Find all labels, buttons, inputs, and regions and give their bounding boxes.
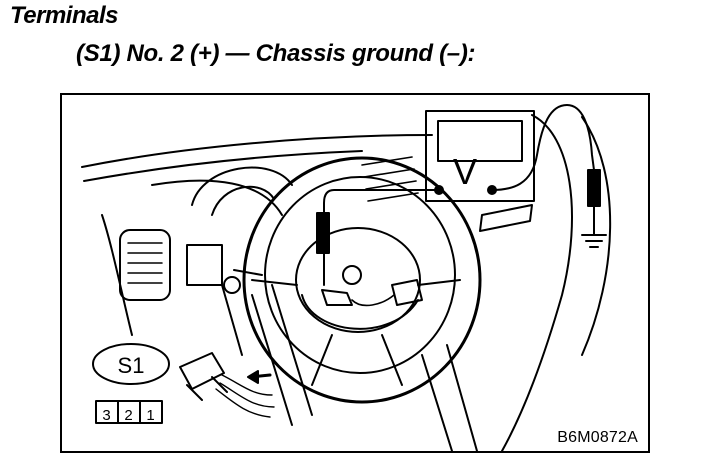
pin-label-2: 2 <box>124 407 133 424</box>
figure-code: B6M0872A <box>557 429 638 446</box>
pin-label-3: 3 <box>102 407 111 424</box>
diagram-figure: V S1 3 2 1 B6M0872A <box>60 93 650 453</box>
connector-s1-label: S1 <box>117 353 145 378</box>
voltmeter-symbol: V <box>453 151 478 192</box>
heading-terminals: Terminals <box>10 2 119 29</box>
dashboard-illustration <box>81 104 612 451</box>
pin-label-1: 1 <box>146 407 155 424</box>
subheading-terminal-spec: (S1) No. 2 (+) — Chassis ground (–): <box>76 40 476 67</box>
